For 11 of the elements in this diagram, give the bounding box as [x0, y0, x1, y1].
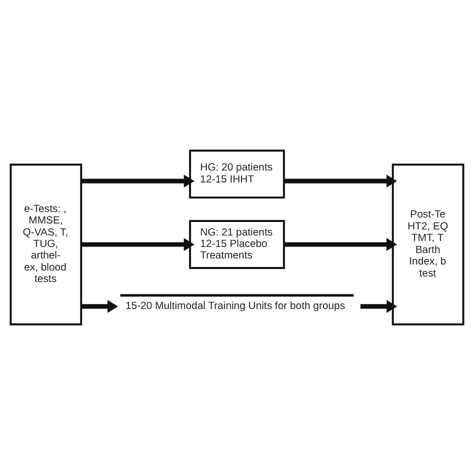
node-box: e-Tests: , MMSE, Q-VAS, T, TUG, arthel- ex, blood tests [10, 163, 82, 325]
arrow [284, 238, 398, 250]
arrow [81, 174, 194, 188]
arrow [360, 299, 398, 312]
node-box: Post-Te HT2, EQ TMT, T Barth Index, b test [392, 163, 464, 325]
arrow [284, 174, 398, 188]
arrow [81, 238, 194, 250]
node-text: 15-20 Multimodal Training Units for both groups [125, 300, 346, 312]
node-box: HG: 20 patients 12-15 IHHT [189, 149, 285, 198]
node-box: NG: 21 patients 12-15 Placebo Treatments [189, 220, 285, 268]
arrow [81, 299, 118, 312]
